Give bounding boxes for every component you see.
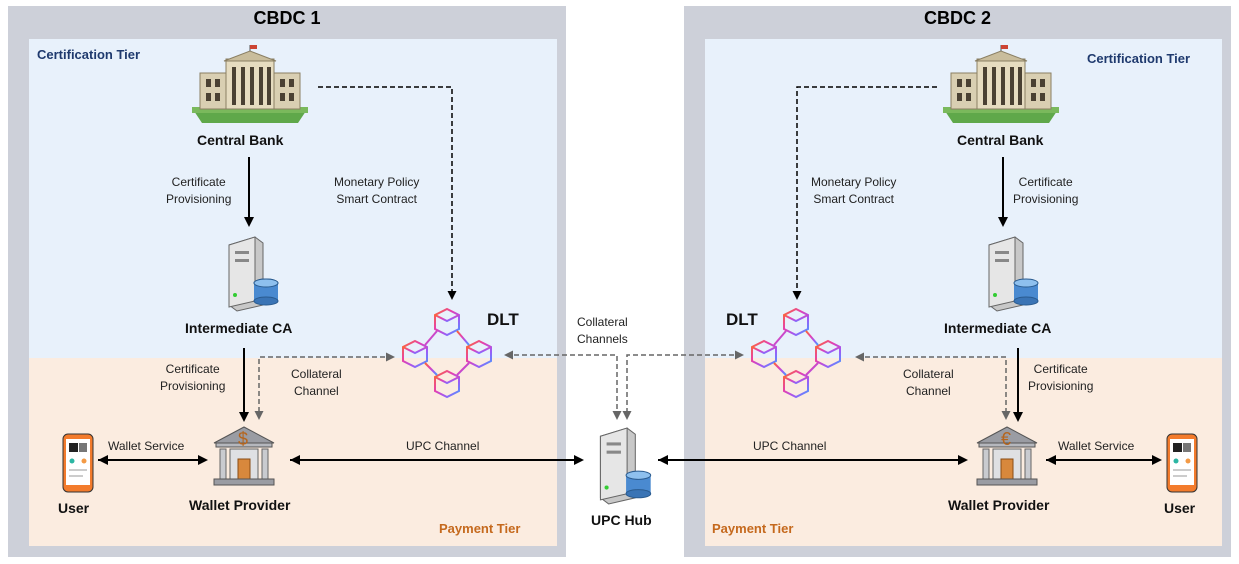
- cbdc1-central-bank-label: Central Bank: [197, 132, 284, 148]
- cbdc2-wallet-provider-label: Wallet Provider: [948, 497, 1050, 513]
- bank-icon: [213, 426, 275, 486]
- server-icon: [599, 427, 652, 505]
- cbdc1-wallet-provider-label: Wallet Provider: [189, 497, 291, 513]
- cbdc2-pay-tier-label: Payment Tier: [712, 521, 794, 536]
- server-icon: [228, 236, 279, 312]
- cbdc1-pay-tier-label: Payment Tier: [439, 521, 521, 536]
- upc-hub-label: UPC Hub: [591, 512, 652, 528]
- smartphone-icon: [62, 433, 94, 493]
- cbdc1-dlt-label: DLT: [487, 310, 519, 329]
- dollar-symbol: $: [238, 429, 249, 449]
- cbdc1-cert-tier-label: Certification Tier: [37, 47, 141, 62]
- bank-icon: [976, 426, 1038, 486]
- cbdc1-upc-channel-label: UPC Channel: [406, 439, 480, 453]
- dlt-blockchain-icon: [402, 307, 492, 399]
- central-bank-building-icon: [192, 45, 308, 123]
- dlt-blockchain-icon: [751, 307, 841, 399]
- central-bank-building-icon: [943, 45, 1059, 123]
- cbdc2-title: CBDC 2: [923, 8, 991, 28]
- cbdc1-title: CBDC 1: [253, 8, 321, 28]
- cbdc1-wallet-service-label: Wallet Service: [108, 439, 185, 453]
- server-icon: [988, 236, 1039, 312]
- cbdc1-user-label: User: [58, 500, 90, 516]
- cbdc1-intermediate-ca-label: Intermediate CA: [185, 320, 293, 336]
- cbdc2-upc-channel-label: UPC Channel: [753, 439, 827, 453]
- cbdc2-user-label: User: [1164, 500, 1196, 516]
- euro-symbol: €: [1001, 429, 1012, 449]
- cbdc2-cert-tier-label: Certification Tier: [1087, 51, 1191, 66]
- smartphone-icon: [1166, 433, 1198, 493]
- cbdc2-central-bank-label: Central Bank: [957, 132, 1044, 148]
- cbdc2-intermediate-ca-label: Intermediate CA: [944, 320, 1052, 336]
- cbdc2-dlt-label: DLT: [726, 310, 758, 329]
- cbdc2-wallet-service-label: Wallet Service: [1058, 439, 1135, 453]
